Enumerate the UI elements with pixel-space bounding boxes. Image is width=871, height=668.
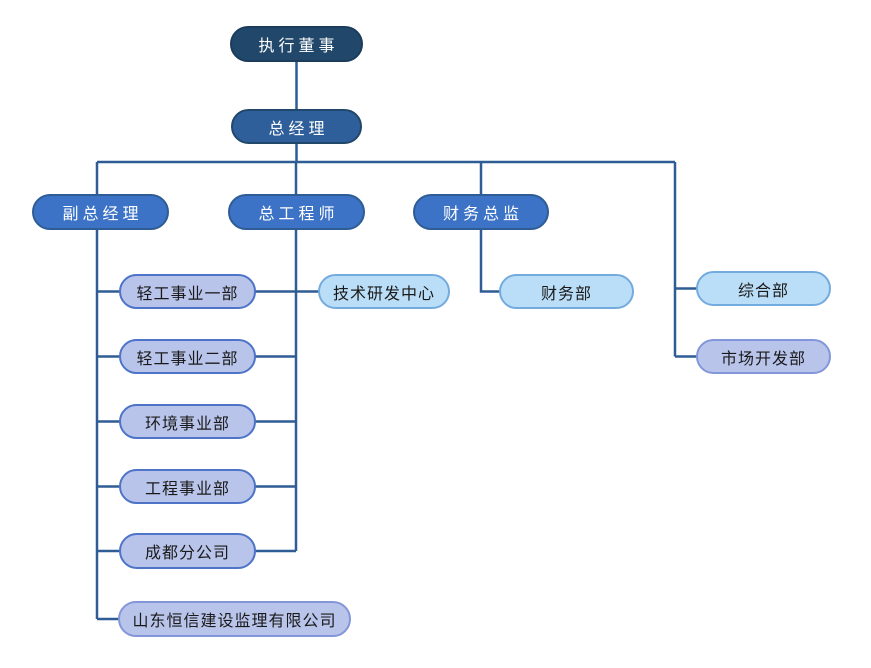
org-node-light-industry-dept-2: 轻工事业二部: [119, 339, 256, 374]
org-node-chief-engineer: 总工程师: [228, 194, 365, 230]
org-node-light-industry-dept-1: 轻工事业一部: [119, 274, 256, 309]
org-node-deputy-general-manager: 副总经理: [32, 194, 169, 230]
org-node-general-manager: 总经理: [231, 109, 362, 144]
org-node-tech-rd-center: 技术研发中心: [318, 274, 450, 309]
org-node-market-development-dept: 市场开发部: [696, 339, 831, 374]
org-node-shandong-hengxin-company: 山东恒信建设监理有限公司: [118, 601, 351, 637]
org-node-engineering-dept: 工程事业部: [119, 469, 256, 504]
org-node-finance-dept: 财务部: [499, 274, 634, 309]
org-node-chengdu-branch: 成都分公司: [119, 533, 256, 569]
org-node-general-affairs-dept: 综合部: [696, 271, 831, 306]
org-node-finance-director: 财务总监: [413, 194, 549, 230]
org-node-environment-dept: 环境事业部: [119, 404, 256, 439]
org-node-executive-director: 执行董事: [230, 26, 363, 62]
